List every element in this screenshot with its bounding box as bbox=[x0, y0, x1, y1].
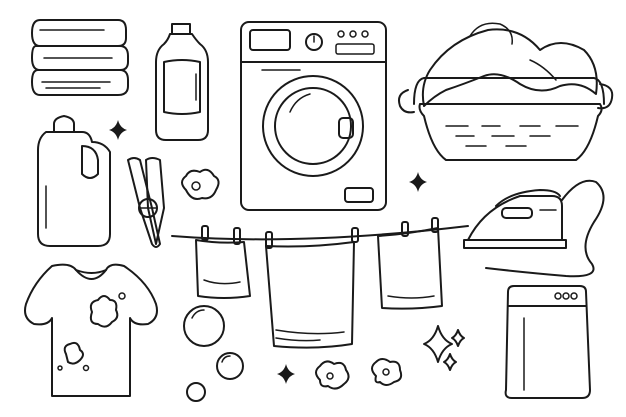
clothespin-icon bbox=[127, 157, 165, 248]
soap-foam-icon bbox=[181, 168, 220, 200]
clothespin-small-icon bbox=[201, 217, 439, 249]
laundry-basket-icon bbox=[398, 22, 614, 161]
detergent-jug-icon bbox=[37, 115, 111, 247]
soap-foam-icon bbox=[315, 358, 403, 390]
detergent-bottle-small-icon bbox=[155, 23, 209, 141]
stained-t-shirt-icon bbox=[24, 263, 158, 397]
clothesline-icon bbox=[171, 217, 469, 349]
steam-iron-icon bbox=[463, 179, 605, 278]
sparkle-icon bbox=[409, 172, 427, 192]
washing-machine-icon bbox=[240, 21, 387, 211]
sparkles-icon bbox=[277, 325, 465, 384]
soap-bubbles-icon bbox=[183, 305, 244, 402]
sparkle-icon bbox=[109, 120, 127, 140]
folded-towels-stack-icon bbox=[31, 19, 129, 96]
detergent-powder-bag-icon bbox=[504, 285, 591, 399]
